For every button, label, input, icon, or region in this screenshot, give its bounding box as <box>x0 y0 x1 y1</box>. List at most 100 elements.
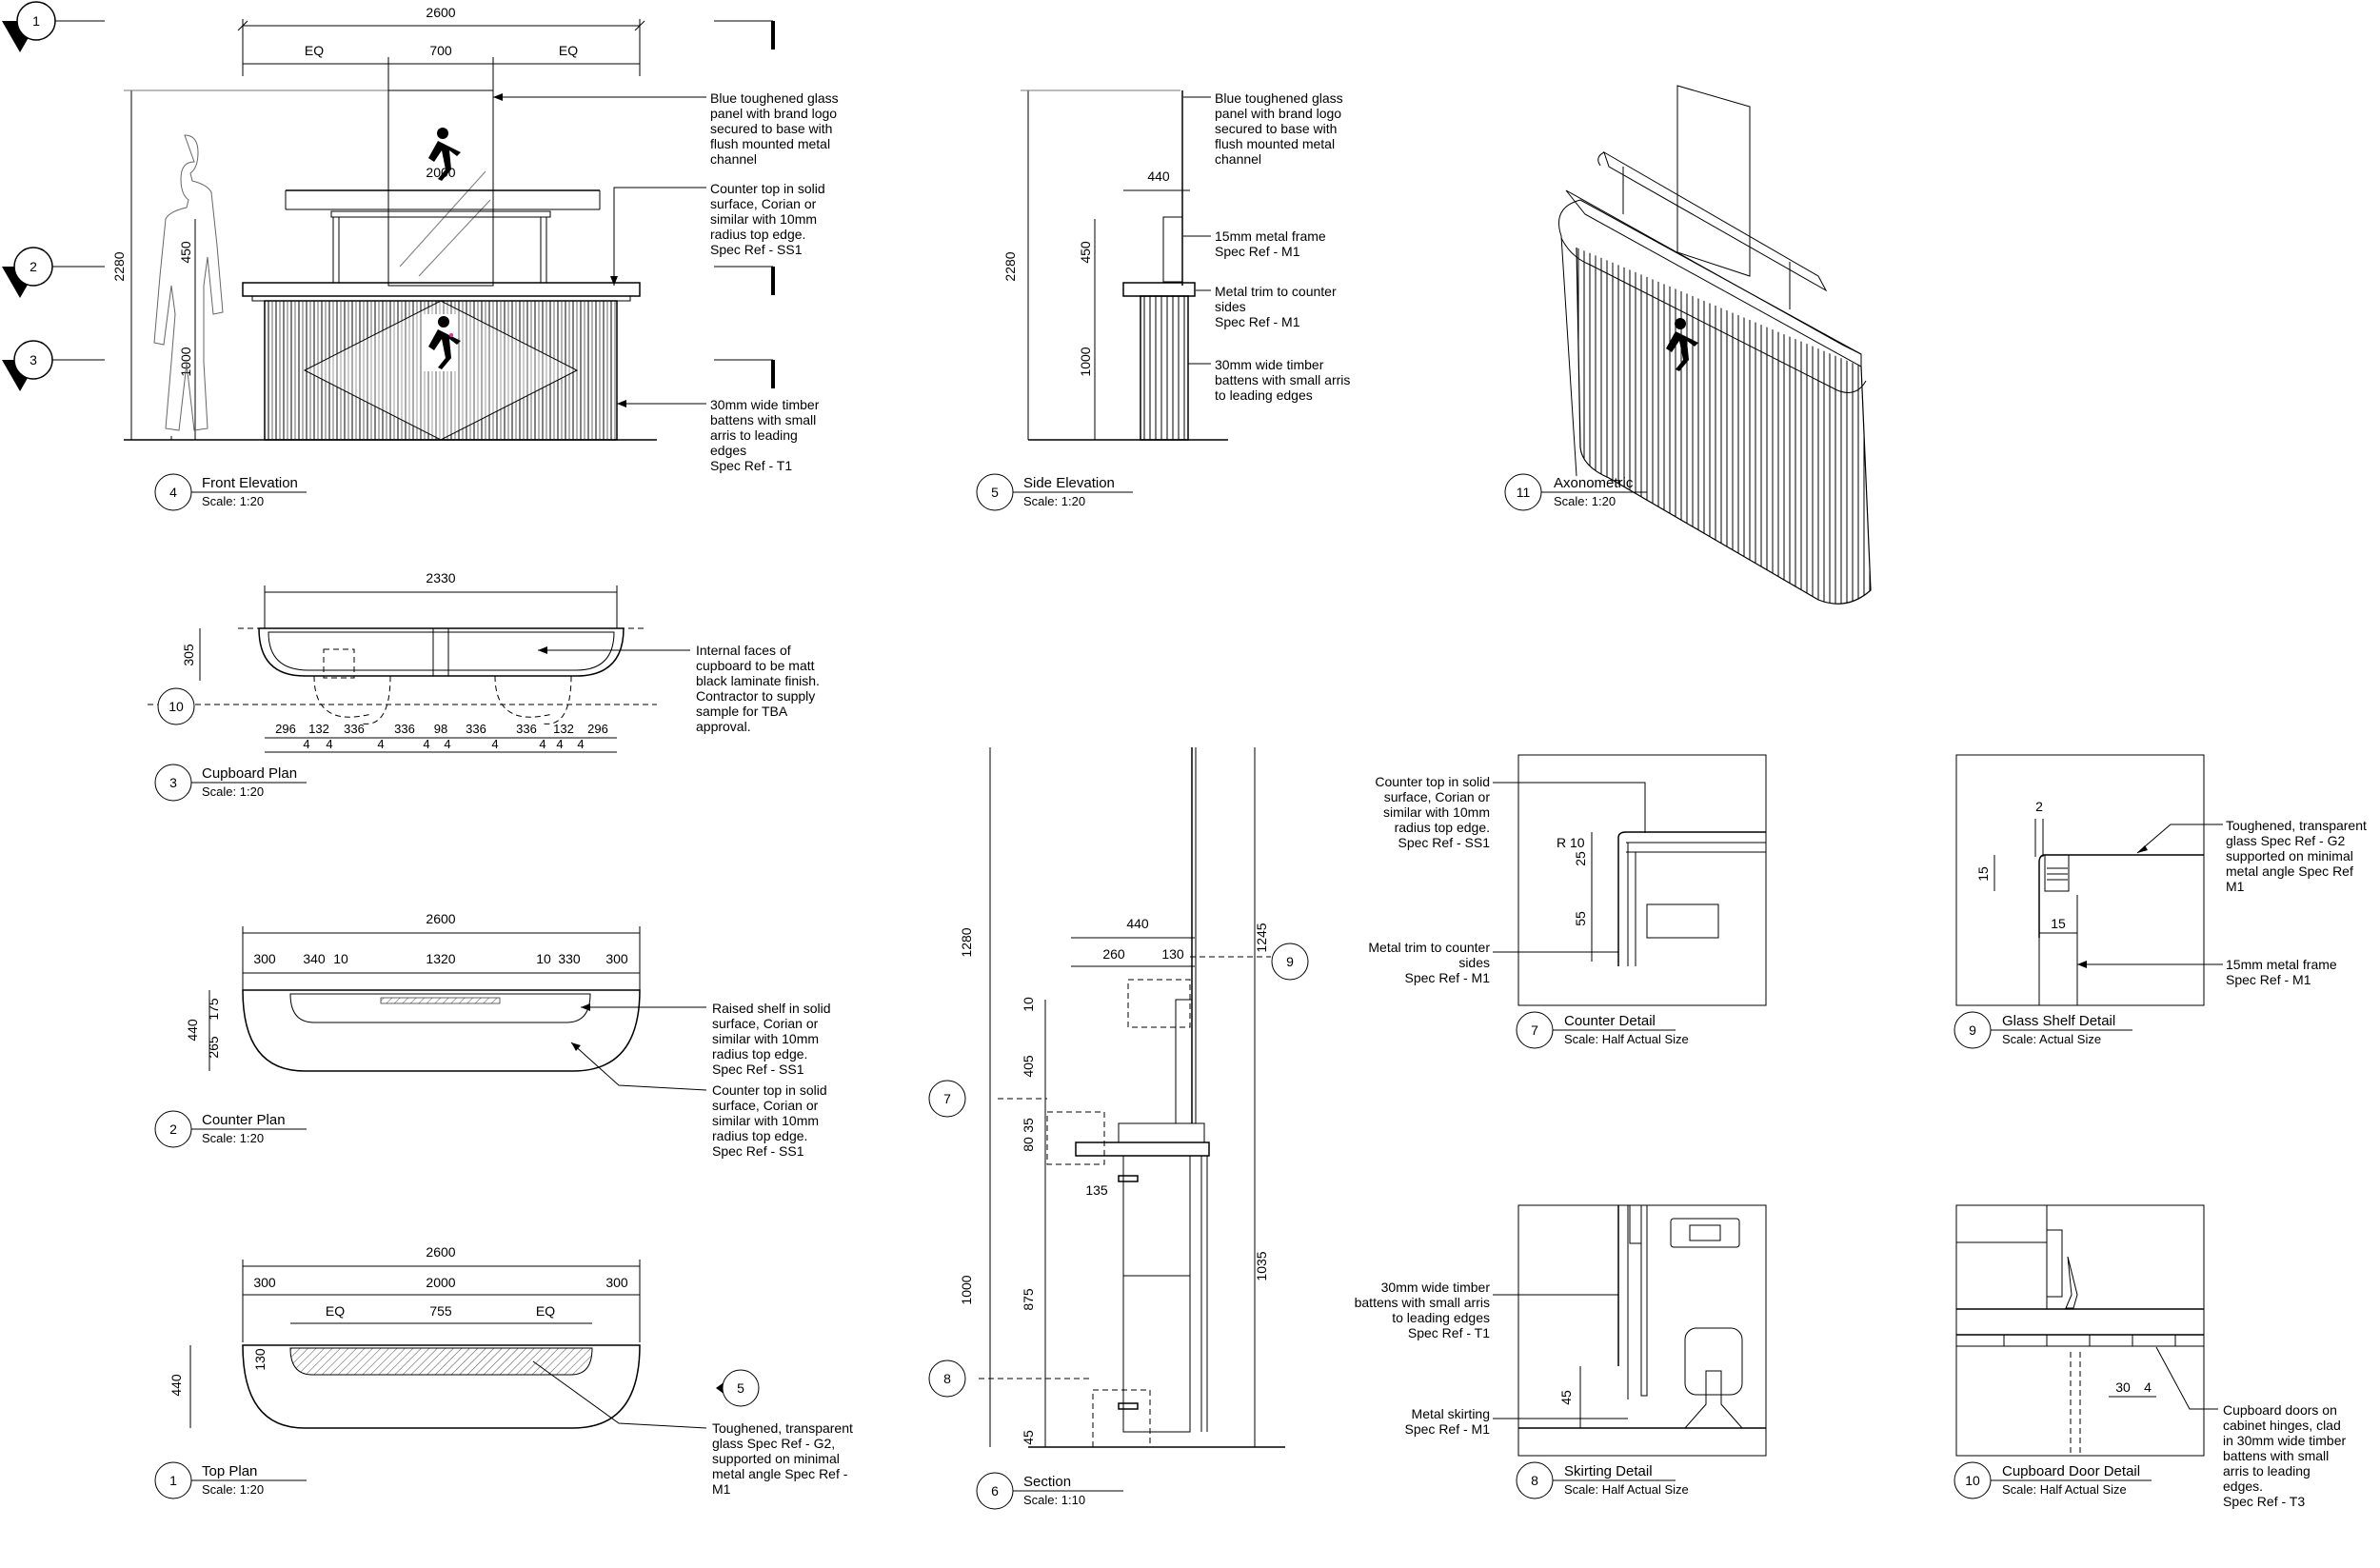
detail-marker-7[interactable]: 7 <box>928 1080 966 1118</box>
section-marker-1[interactable]: 1 <box>2 1 105 52</box>
detail-marker-9[interactable]: 9 <box>1271 943 1309 981</box>
svg-text:440: 440 <box>1147 169 1170 184</box>
svg-text:1280: 1280 <box>959 927 974 957</box>
svg-text:35: 35 <box>1021 1118 1036 1133</box>
svg-text:Scale: 1:20: Scale: 1:20 <box>202 1482 264 1497</box>
section-marker-3[interactable]: 3 <box>2 340 105 391</box>
view-title-axonometric[interactable]: 11 Axonometric Scale: 1:20 <box>1504 473 1647 511</box>
section-arrows-right <box>714 20 775 388</box>
svg-text:Counter Detail: Counter Detail <box>1564 1013 1656 1029</box>
svg-text:10: 10 <box>169 699 184 714</box>
svg-text:Scale: Half Actual Size: Scale: Half Actual Size <box>1564 1032 1689 1046</box>
view-title-counter-detail[interactable]: 7 Counter Detail Scale: Half Actual Size <box>1516 1011 1689 1049</box>
svg-text:2: 2 <box>2035 799 2043 814</box>
svg-text:7: 7 <box>943 1091 951 1106</box>
brand-logo-icon <box>424 314 461 371</box>
svg-text:8: 8 <box>1531 1473 1538 1488</box>
svg-text:45: 45 <box>1558 1390 1574 1405</box>
brand-logo-icon <box>1666 318 1698 371</box>
svg-text:10: 10 <box>1021 997 1036 1012</box>
svg-text:405: 405 <box>1021 1055 1036 1078</box>
view-title-front-elevation[interactable]: 4 Front Elevation Scale: 1:20 <box>154 473 307 511</box>
svg-text:Scale: 1:20: Scale: 1:20 <box>1023 494 1085 508</box>
human-figure-icon <box>153 134 224 431</box>
svg-text:80: 80 <box>1021 1137 1036 1152</box>
svg-text:130: 130 <box>252 1348 268 1371</box>
svg-text:450: 450 <box>1078 241 1093 264</box>
view-title-section[interactable]: 6 Section Scale: 1:10 <box>976 1472 1123 1510</box>
svg-text:265: 265 <box>206 1036 221 1059</box>
svg-text:5: 5 <box>991 485 999 500</box>
view-title-side-elevation[interactable]: 5 Side Elevation Scale: 1:20 <box>976 473 1133 511</box>
svg-text:1245: 1245 <box>1254 923 1269 952</box>
section-marker-2[interactable]: 2 <box>2 247 105 298</box>
svg-text:55: 55 <box>1573 911 1588 926</box>
svg-text:2: 2 <box>30 259 37 274</box>
view-title-cupboard-plan[interactable]: 3 Cupboard Plan Scale: 1:20 <box>154 764 307 802</box>
svg-text:EQ: EQ <box>305 43 324 58</box>
svg-text:EQ: EQ <box>559 43 578 58</box>
svg-text:9: 9 <box>1969 1022 1976 1038</box>
side-elevation: 2280 440 450 1000 <box>1002 89 1228 441</box>
svg-text:15: 15 <box>2051 916 2066 931</box>
svg-text:6: 6 <box>991 1483 999 1499</box>
svg-text:4: 4 <box>169 485 177 500</box>
section-view: 1280 1000 10 405 80 35 875 45 440 260 13… <box>928 747 1309 1448</box>
view-title-skirting-detail[interactable]: 8 Skirting Detail Scale: Half Actual Siz… <box>1516 1461 1689 1499</box>
svg-text:175: 175 <box>206 998 221 1021</box>
view-title-top-plan[interactable]: 1 Top Plan Scale: 1:20 <box>154 1461 307 1499</box>
svg-text:5: 5 <box>737 1380 744 1396</box>
svg-text:305: 305 <box>181 644 196 666</box>
svg-text:2600: 2600 <box>426 911 455 926</box>
svg-text:440: 440 <box>169 1374 184 1397</box>
view-title-cupboard-door-detail[interactable]: 10 Cupboard Door Detail Scale: Half Actu… <box>1954 1461 2152 1499</box>
view-title-counter-plan[interactable]: 2 Counter Plan Scale: 1:20 <box>154 1110 307 1148</box>
view-title-glass-shelf-detail[interactable]: 9 Glass Shelf Detail Scale: Actual Size <box>1954 1011 2132 1049</box>
svg-text:450: 450 <box>178 241 193 264</box>
svg-text:R 10: R 10 <box>1557 835 1585 850</box>
brand-logo-icon <box>428 128 461 181</box>
svg-text:11: 11 <box>1517 485 1531 500</box>
section-marker-5[interactable]: 5 <box>716 1369 760 1407</box>
svg-text:10: 10 <box>1965 1473 1980 1488</box>
svg-text:2: 2 <box>169 1121 177 1137</box>
svg-text:Scale: Half Actual Size: Scale: Half Actual Size <box>1564 1482 1689 1497</box>
svg-text:15: 15 <box>1975 866 1991 882</box>
svg-text:Front Elevation: Front Elevation <box>202 475 298 491</box>
svg-text:135: 135 <box>1085 1182 1108 1198</box>
svg-text:440: 440 <box>1126 916 1149 931</box>
svg-text:1000: 1000 <box>959 1275 974 1304</box>
svg-text:Cupboard Door Detail: Cupboard Door Detail <box>2002 1463 2140 1479</box>
detail-marker-8[interactable]: 8 <box>928 1360 966 1398</box>
svg-text:7: 7 <box>1531 1022 1538 1038</box>
svg-text:2000: 2000 <box>426 165 455 180</box>
svg-text:4: 4 <box>2144 1379 2152 1395</box>
svg-text:2600: 2600 <box>426 1244 455 1260</box>
svg-text:875: 875 <box>1021 1288 1036 1311</box>
svg-text:Scale: 1:20: Scale: 1:20 <box>202 494 264 508</box>
svg-text:Counter Plan: Counter Plan <box>202 1112 286 1128</box>
